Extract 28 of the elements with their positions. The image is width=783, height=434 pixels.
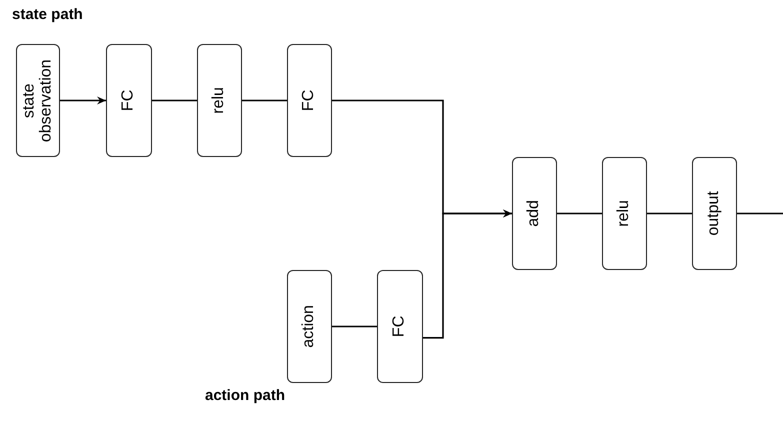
layer-box (197, 44, 242, 157)
layer-box (287, 44, 332, 157)
connector-line (557, 212, 602, 214)
layer-label: relu (616, 199, 633, 229)
layer-label: FC (392, 314, 408, 340)
layer-label: output (706, 191, 723, 236)
layer-box (16, 44, 60, 157)
layer-label: FC (301, 88, 318, 114)
connector-line (737, 212, 783, 214)
arrow (423, 210, 512, 339)
layer-box (512, 157, 557, 270)
connector-line (242, 100, 287, 102)
layer-label: FC (120, 88, 138, 114)
connector-line (332, 326, 377, 328)
layer-label: action (301, 305, 318, 348)
layer-box (106, 44, 152, 157)
layer-label: add (526, 199, 543, 229)
layer-label: state observation (21, 59, 55, 142)
connector-line (152, 100, 197, 102)
connector-line (647, 212, 692, 214)
layer-box (287, 270, 332, 383)
arrow (60, 96, 106, 104)
layer-box (602, 157, 647, 270)
layer-label: relu (211, 86, 228, 116)
layer-box (377, 270, 423, 383)
group-label: state path (12, 6, 83, 23)
layer-box (692, 157, 737, 270)
group-label: action path (205, 387, 286, 404)
